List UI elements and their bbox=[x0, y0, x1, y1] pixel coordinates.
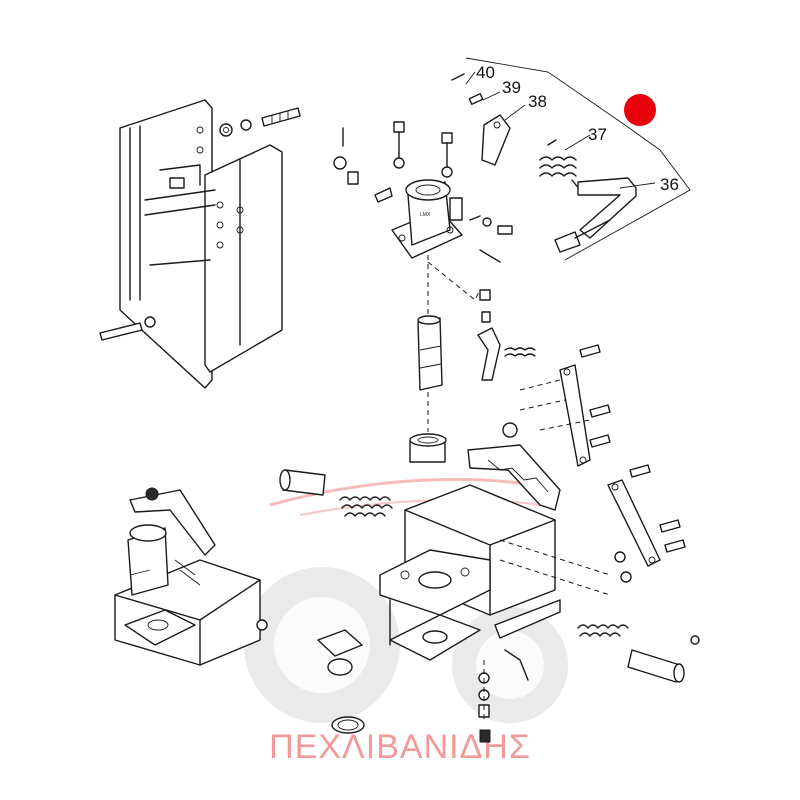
plunger bbox=[409, 255, 481, 463]
housing-screws bbox=[333, 121, 453, 203]
callout-leaders bbox=[465, 57, 691, 261]
spring-icon bbox=[539, 139, 581, 191]
callout-37: 37 bbox=[588, 125, 607, 144]
svg-text:LMX: LMX bbox=[420, 212, 431, 218]
callout-38: 38 bbox=[528, 92, 547, 111]
ratchet-lever bbox=[467, 444, 561, 511]
assembled-view bbox=[114, 487, 268, 666]
watermark-text: ΠΕΧΛΙΒΑΝΙΔΗΣ bbox=[269, 728, 531, 766]
callout-39: 39 bbox=[502, 78, 521, 97]
lower-right-pin bbox=[577, 624, 700, 683]
lever-assembly bbox=[451, 73, 637, 253]
base-casting bbox=[379, 484, 611, 661]
callout-40: 40 bbox=[476, 63, 495, 82]
lower-small-parts bbox=[317, 629, 529, 743]
housing-side-parts bbox=[469, 215, 513, 263]
frame-bolts bbox=[219, 107, 301, 137]
highlight-marker[interactable] bbox=[624, 94, 656, 126]
mounting-frame bbox=[99, 99, 283, 389]
right-linkage bbox=[519, 344, 686, 583]
valve-housing: LMX bbox=[391, 179, 463, 259]
detent-parts bbox=[477, 289, 536, 438]
callout-36: 36 bbox=[660, 175, 679, 194]
pin-and-spring bbox=[279, 469, 393, 517]
watermark-gear-left-icon bbox=[244, 567, 400, 723]
